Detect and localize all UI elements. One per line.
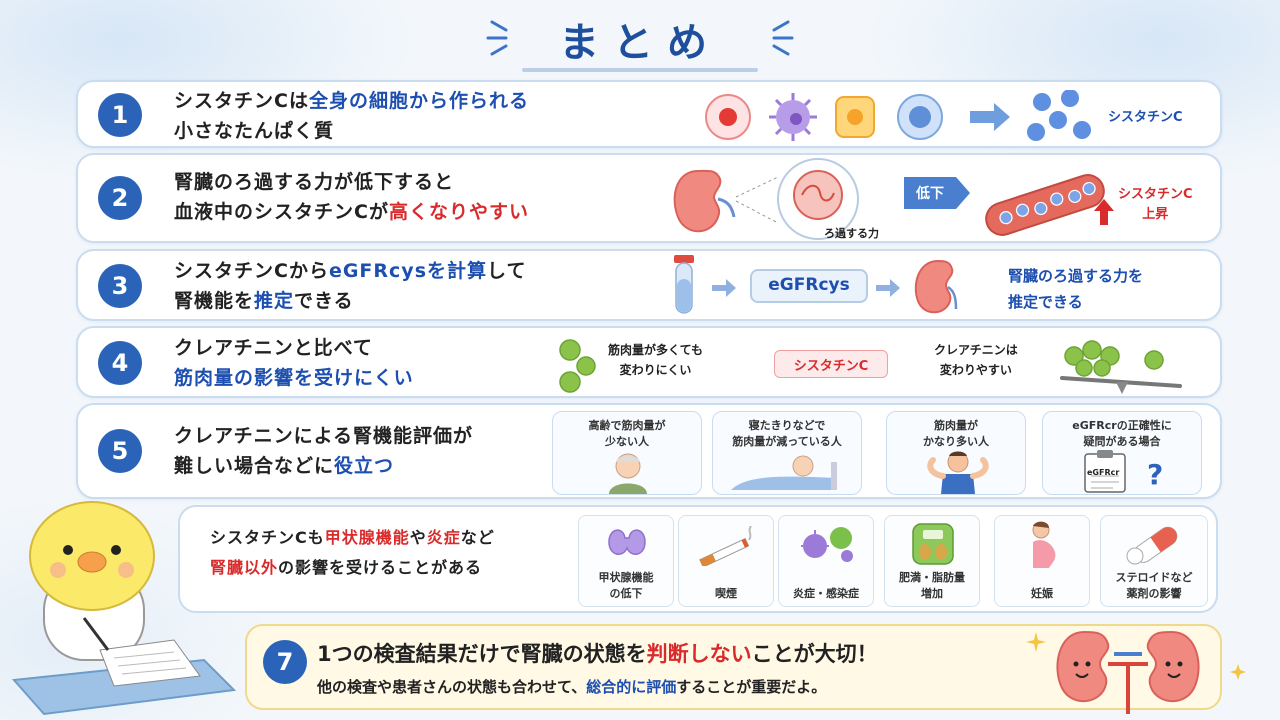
summary-row-1: 1 シスタチンCは全身の細胞から作られる 小さなたんぱく質 シスタチンC xyxy=(76,80,1222,148)
cystatin-badge-label: シスタチンC xyxy=(793,359,869,374)
conclusion-line-2: 他の検査や患者さんの状態も合わせて、総合的に評価することが重要だよ。 xyxy=(317,678,827,696)
pill-icon xyxy=(1126,526,1178,565)
pregnant-woman-icon xyxy=(1032,521,1056,568)
title-spark-right-icon xyxy=(772,20,794,56)
case-card-muscular: 筋肉量がかなり多い人 xyxy=(886,411,1026,495)
up-arrow-icon xyxy=(1094,199,1114,225)
factor-inflammation: 炎症・感染症 xyxy=(778,515,874,607)
result-text: 腎臓のろ過する力を推定できる xyxy=(1008,267,1144,311)
question-mark-icon: ? xyxy=(1147,458,1164,491)
row-text: シスタチンCも甲状腺機能や炎症など 腎臓以外の影響を受けることがある xyxy=(210,528,495,577)
egfrcys-box xyxy=(750,269,868,303)
case-card-elderly: 高齢で筋肉量が少ない人 xyxy=(552,411,702,495)
row-number: 2 xyxy=(98,176,142,220)
summary-row-6: シスタチンCも甲状腺機能や炎症など 腎臓以外の影響を受けることがある 甲状腺機能… xyxy=(178,505,1218,613)
summary-row-3: 3 シスタチンCからeGFRcysを計算して 腎機能を推定できる eGFRcys… xyxy=(76,249,1222,321)
summary-row-4: 4 クレアチニンと比べて 筋肉量の影響を受けにくい 筋肉量が多くても変わりにくい… xyxy=(76,326,1222,398)
case-card-egfrcr: eGFRcrの正確性に疑問がある場合 eGFRcr ? xyxy=(1042,411,1202,495)
factor-thyroid: 甲状腺機能の低下 xyxy=(578,515,674,607)
doctor-bird-mascot-icon xyxy=(11,501,237,716)
factor-pregnancy: 妊娠 xyxy=(994,515,1090,607)
page-title: まとめ xyxy=(559,20,721,66)
test-tube-flow-icon xyxy=(674,255,900,314)
case-card-bedridden: 寝たきりなどで筋肉量が減っている人 xyxy=(712,411,862,495)
kidney-filter-illustration xyxy=(673,158,859,240)
cells-illustration xyxy=(705,90,1091,141)
conclusion-line-1: 1つの検査結果だけで腎臓の状態を判断しないことが大切！ xyxy=(317,642,878,666)
row-text: シスタチンCは全身の細胞から作られる 小さなたんぱく質 xyxy=(174,90,529,142)
factor-smoking: 喫煙 xyxy=(678,515,774,607)
elderly-person-icon xyxy=(609,453,647,494)
row-text: クレアチニンによる腎機能評価が 難しい場合などに役立つ xyxy=(174,425,474,477)
egfrcys-label: eGFRcys xyxy=(768,275,850,295)
right-note: クレアチニンは変わりやすい xyxy=(934,343,1018,377)
title-area: まとめ xyxy=(0,6,1280,72)
title-underline xyxy=(522,68,758,72)
happy-kidneys-icon xyxy=(1026,630,1246,714)
germ-icon xyxy=(801,527,853,562)
clipboard-label: eGFRcr xyxy=(1087,468,1120,477)
row-text: シスタチンCからeGFRcysを計算して 腎機能を推定できる xyxy=(174,260,527,312)
green-balls-icon xyxy=(559,339,596,393)
summary-row-2: 2 腎臓のろ過する力が低下すると 血液中のシスタチンCが高くなりやすい ろ過する… xyxy=(76,153,1222,243)
down-arrow-box-icon xyxy=(904,177,970,209)
down-label: 低下 xyxy=(916,186,944,202)
muscular-person-icon xyxy=(927,451,989,494)
seesaw-icon xyxy=(1060,340,1182,394)
row-number: 5 xyxy=(98,429,142,473)
title-spark-left-icon xyxy=(486,20,508,56)
clipboard-icon xyxy=(1084,450,1126,493)
scale-icon xyxy=(912,523,954,565)
kidney-icon xyxy=(914,259,958,314)
bed-icon xyxy=(731,455,837,490)
factor-medication: ステロイドなど薬剤の影響 xyxy=(1100,515,1208,607)
thyroid-icon xyxy=(608,529,646,555)
row-number: 7 xyxy=(263,640,307,684)
cystatin-badge xyxy=(774,350,888,378)
blood-vessel-icon xyxy=(985,174,1105,236)
left-note: 筋肉量が多くても変わりにくい xyxy=(608,343,704,377)
row-number: 4 xyxy=(98,341,142,385)
row-text: クレアチニンと比べて 筋肉量の影響を受けにくい xyxy=(174,337,414,389)
factor-obesity: 肥満・脂肪量増加 xyxy=(884,515,980,607)
row-number: 3 xyxy=(98,264,142,308)
filter-label: ろ過する力 xyxy=(824,227,879,240)
row-text: 腎臓のろ過する力が低下すると 血液中のシスタチンCが高くなりやすい xyxy=(174,171,529,223)
cigarette-icon xyxy=(699,526,752,566)
cystatin-label: シスタチンC xyxy=(1108,110,1183,125)
row-number: 1 xyxy=(98,93,142,137)
summary-row-5: 5 クレアチニンによる腎機能評価が 難しい場合などに役立つ 高齢で筋肉量が少ない… xyxy=(76,403,1222,499)
